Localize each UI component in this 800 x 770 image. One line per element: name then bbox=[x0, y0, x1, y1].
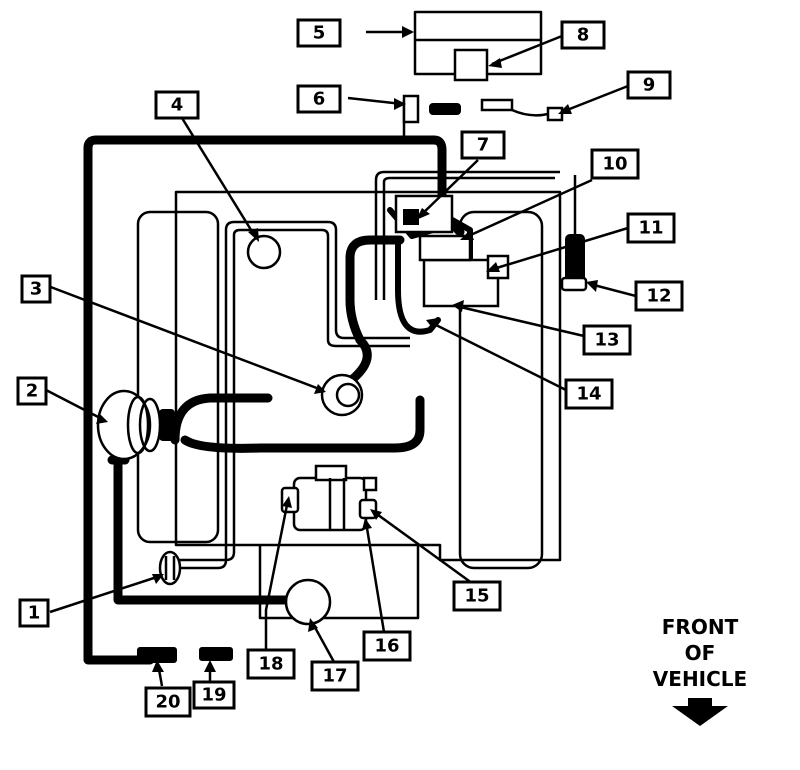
callouts: 5 8 6 9 4 7 10 11 3 12 13 2 14 15 1 16 1… bbox=[16, 18, 684, 718]
svg-text:13: 13 bbox=[594, 330, 619, 351]
callout-5: 5 bbox=[296, 18, 342, 48]
callout-6: 6 bbox=[296, 84, 342, 114]
callout-20: 20 bbox=[144, 686, 192, 718]
callout-17: 17 bbox=[310, 660, 360, 692]
callout-9: 9 bbox=[626, 70, 672, 100]
svg-text:3: 3 bbox=[30, 279, 43, 300]
vacuum-filter bbox=[246, 234, 282, 270]
svg-text:18: 18 bbox=[258, 654, 283, 675]
callout-4: 4 bbox=[154, 90, 200, 120]
callout-13: 13 bbox=[582, 324, 632, 356]
svg-text:2: 2 bbox=[26, 381, 39, 402]
callout-16: 16 bbox=[362, 630, 412, 662]
callout-18: 18 bbox=[246, 648, 296, 680]
svg-text:20: 20 bbox=[155, 692, 180, 713]
engine-outline bbox=[136, 190, 562, 620]
svg-text:9: 9 bbox=[643, 75, 656, 96]
svg-text:6: 6 bbox=[313, 89, 326, 110]
svg-text:17: 17 bbox=[322, 666, 347, 687]
callout-7: 7 bbox=[460, 130, 506, 160]
svg-text:12: 12 bbox=[646, 286, 671, 307]
svg-text:8: 8 bbox=[577, 25, 590, 46]
callout-2: 2 bbox=[16, 376, 48, 406]
svg-text:7: 7 bbox=[477, 135, 490, 156]
fitting-20 bbox=[137, 647, 177, 663]
front-label-line3: VEHICLE bbox=[653, 667, 747, 691]
svg-text:11: 11 bbox=[638, 218, 663, 239]
vacuum-tee-fitting bbox=[402, 94, 461, 124]
callout-8: 8 bbox=[560, 20, 606, 50]
thin-vacuum-lines bbox=[176, 100, 560, 570]
callout-12: 12 bbox=[634, 280, 684, 312]
vacuum-fitting bbox=[320, 373, 364, 417]
electrical-connector bbox=[480, 98, 564, 122]
vacuum-reservoir bbox=[284, 578, 332, 626]
svg-text:16: 16 bbox=[374, 636, 399, 657]
vacuum-hoses bbox=[83, 135, 473, 665]
svg-text:14: 14 bbox=[576, 384, 601, 405]
front-label-line1: FRONT bbox=[662, 615, 739, 639]
leader-lines bbox=[45, 26, 637, 687]
front-label-line2: OF bbox=[685, 641, 716, 665]
svg-text:4: 4 bbox=[171, 95, 184, 116]
callout-14: 14 bbox=[564, 378, 614, 410]
callout-1: 1 bbox=[18, 598, 50, 628]
callout-11: 11 bbox=[626, 212, 676, 244]
callout-19: 19 bbox=[192, 680, 236, 710]
callout-15: 15 bbox=[452, 580, 502, 612]
fitting-19 bbox=[199, 647, 233, 661]
svg-text:19: 19 bbox=[201, 685, 226, 706]
svg-text:1: 1 bbox=[28, 603, 41, 624]
small-check-valve bbox=[158, 550, 182, 586]
vacuum-canister bbox=[96, 389, 175, 461]
callout-10: 10 bbox=[590, 148, 640, 180]
callout-3: 3 bbox=[20, 274, 52, 304]
control-module-box bbox=[413, 10, 543, 82]
down-arrow-icon bbox=[672, 698, 728, 726]
front-of-vehicle-indicator: FRONT OF VEHICLE bbox=[653, 615, 747, 726]
solenoid-assembly bbox=[280, 464, 378, 532]
svg-text:10: 10 bbox=[602, 154, 627, 175]
svg-text:5: 5 bbox=[313, 23, 326, 44]
svg-text:15: 15 bbox=[464, 586, 489, 607]
